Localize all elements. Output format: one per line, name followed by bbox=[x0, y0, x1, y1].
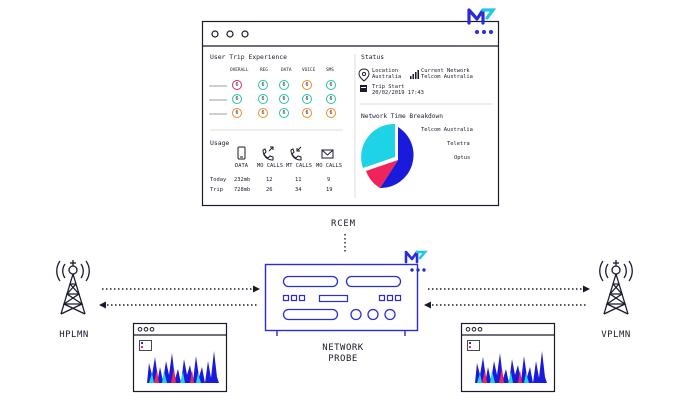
trip-status-circle: 6 bbox=[258, 94, 268, 104]
probe-logo-icon bbox=[404, 250, 428, 272]
mini-window-left bbox=[132, 322, 228, 393]
trip-title: User Trip Experience bbox=[210, 53, 287, 61]
trip-status-circle: 6 bbox=[279, 108, 289, 118]
probe-slot-3 bbox=[282, 308, 339, 321]
network-probe bbox=[264, 263, 419, 336]
dashboard-window bbox=[201, 20, 500, 207]
hplmn-label: HPLMN bbox=[59, 330, 89, 340]
mini-window-right bbox=[460, 322, 556, 393]
usage-today-mo: 12 bbox=[266, 177, 273, 183]
usage-col-data: DATA bbox=[235, 163, 248, 169]
trip-status-circle: 6 bbox=[279, 94, 289, 104]
trip-column-headers: OVERALL REG DATA VOICE SMS bbox=[230, 68, 345, 76]
phone-outgoing-icon bbox=[262, 146, 274, 161]
probe-knob-3[interactable] bbox=[384, 308, 396, 321]
probe-label-line2: PROBE bbox=[328, 354, 358, 364]
trip-col-voice: VOICE bbox=[302, 68, 316, 73]
window-dot-3[interactable] bbox=[241, 30, 249, 38]
rcem-label: RCEM bbox=[331, 219, 356, 229]
logo-icon bbox=[467, 8, 497, 34]
usage-trip-data: 728mb bbox=[234, 187, 251, 193]
usage-trip-mo2: 19 bbox=[326, 187, 333, 193]
breakdown-legend-1: Telcom Australia bbox=[421, 127, 473, 133]
probe-slot-1 bbox=[282, 275, 339, 288]
usage-col-mo-calls: MO CALLS bbox=[257, 163, 283, 169]
envelope-icon bbox=[321, 149, 334, 159]
phone-icon bbox=[237, 146, 246, 160]
location-label: Location bbox=[372, 68, 398, 74]
usage-today-mo2: 9 bbox=[327, 177, 331, 183]
probe-knob-2[interactable] bbox=[367, 308, 379, 321]
probe-label-line1: NETWORK bbox=[322, 343, 364, 353]
tower-icon-right bbox=[599, 260, 633, 315]
trip-status-circle: 6 bbox=[258, 80, 268, 90]
usage-row-trip-label: Trip bbox=[210, 187, 223, 193]
window-dot-1[interactable] bbox=[211, 30, 219, 38]
usage-col-mt-calls: MT CALLS bbox=[286, 163, 312, 169]
breakdown-legend-2: Teletra bbox=[447, 141, 470, 147]
trip-status-grid: 6 6 6 6 6 6 6 6 6 6 6 6 6 6 6 bbox=[232, 80, 347, 122]
signal-bars-icon bbox=[410, 70, 419, 79]
usage-today-data: 232mb bbox=[234, 177, 251, 183]
probe-slot-2 bbox=[345, 275, 402, 288]
usage-title: Usage bbox=[210, 139, 230, 147]
trip-status-circle: 6 bbox=[302, 94, 312, 104]
trip-status-circle: 6 bbox=[232, 80, 242, 90]
breakdown-title: Network Time Breakdown bbox=[361, 113, 443, 120]
trip-status-circle: 6 bbox=[279, 80, 289, 90]
trip-status-circle: 6 bbox=[232, 108, 242, 118]
status-title: Status bbox=[361, 53, 385, 61]
tower-icon-left bbox=[56, 260, 90, 315]
network-label: Current Network bbox=[421, 68, 470, 74]
window-dot-2[interactable] bbox=[226, 30, 234, 38]
trip-col-reg: REG bbox=[260, 68, 268, 73]
usage-col-mo-calls-2: MO CALLS bbox=[316, 163, 342, 169]
location-value: Australia bbox=[372, 74, 402, 80]
usage-today-mt: 11 bbox=[295, 177, 302, 183]
trip-status-circle: 6 bbox=[258, 108, 268, 118]
trip-status-circle: 6 bbox=[326, 80, 336, 90]
trip-status-circle: 6 bbox=[326, 108, 336, 118]
network-time-pie bbox=[361, 123, 414, 189]
vplmn-link bbox=[424, 285, 590, 309]
phone-incoming-icon bbox=[290, 146, 302, 161]
trip-col-data: DATA bbox=[281, 68, 292, 73]
probe-knob-1[interactable] bbox=[350, 308, 362, 321]
trip-start-label: Trip Start bbox=[372, 84, 405, 90]
trip-status-circle: 6 bbox=[232, 94, 242, 104]
usage-row-today-label: Today bbox=[210, 177, 227, 183]
location-pin-icon bbox=[358, 68, 370, 82]
trip-start-value: 20/02/2019 17:43 bbox=[372, 90, 424, 96]
trip-col-sms: SMS bbox=[326, 68, 334, 73]
usage-trip-mt: 34 bbox=[295, 187, 302, 193]
trip-col-overall: OVERALL bbox=[230, 68, 249, 73]
vplmn-label: VPLMN bbox=[601, 330, 631, 340]
trip-status-circle: 6 bbox=[302, 108, 312, 118]
trip-status-circle: 6 bbox=[302, 80, 312, 90]
calendar-icon bbox=[360, 85, 367, 92]
usage-trip-mo: 26 bbox=[266, 187, 273, 193]
hplmn-link bbox=[99, 285, 260, 309]
trip-status-circle: 6 bbox=[326, 94, 336, 104]
network-value: Telcom Australia bbox=[421, 74, 473, 80]
breakdown-legend-3: Optus bbox=[454, 155, 471, 161]
